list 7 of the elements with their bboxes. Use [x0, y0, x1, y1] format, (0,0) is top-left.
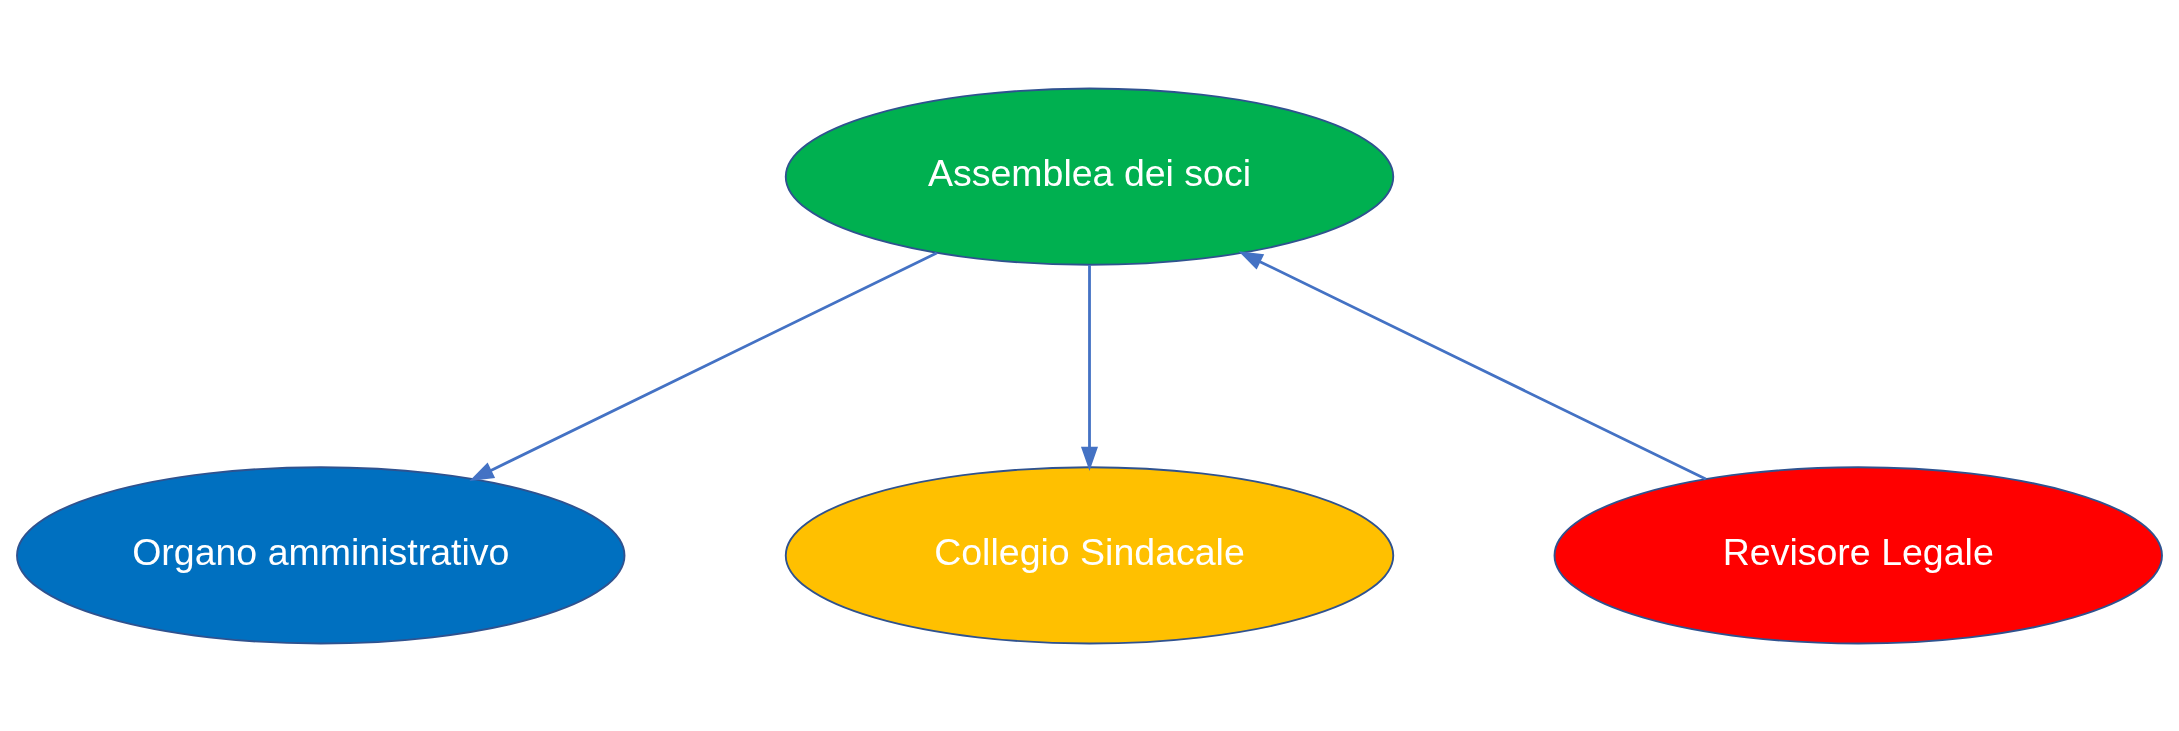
arrow	[469, 251, 938, 481]
node-ellipse: Assemblea dei soci	[784, 87, 1395, 266]
node-ellipse: Organo amministrativo	[16, 465, 626, 644]
node-ellipse: Revisore Legale	[1553, 465, 2163, 644]
node-ellipse: Collegio Sindacale	[784, 465, 1395, 644]
arrow	[1080, 264, 1099, 471]
arrow	[1238, 250, 1707, 480]
